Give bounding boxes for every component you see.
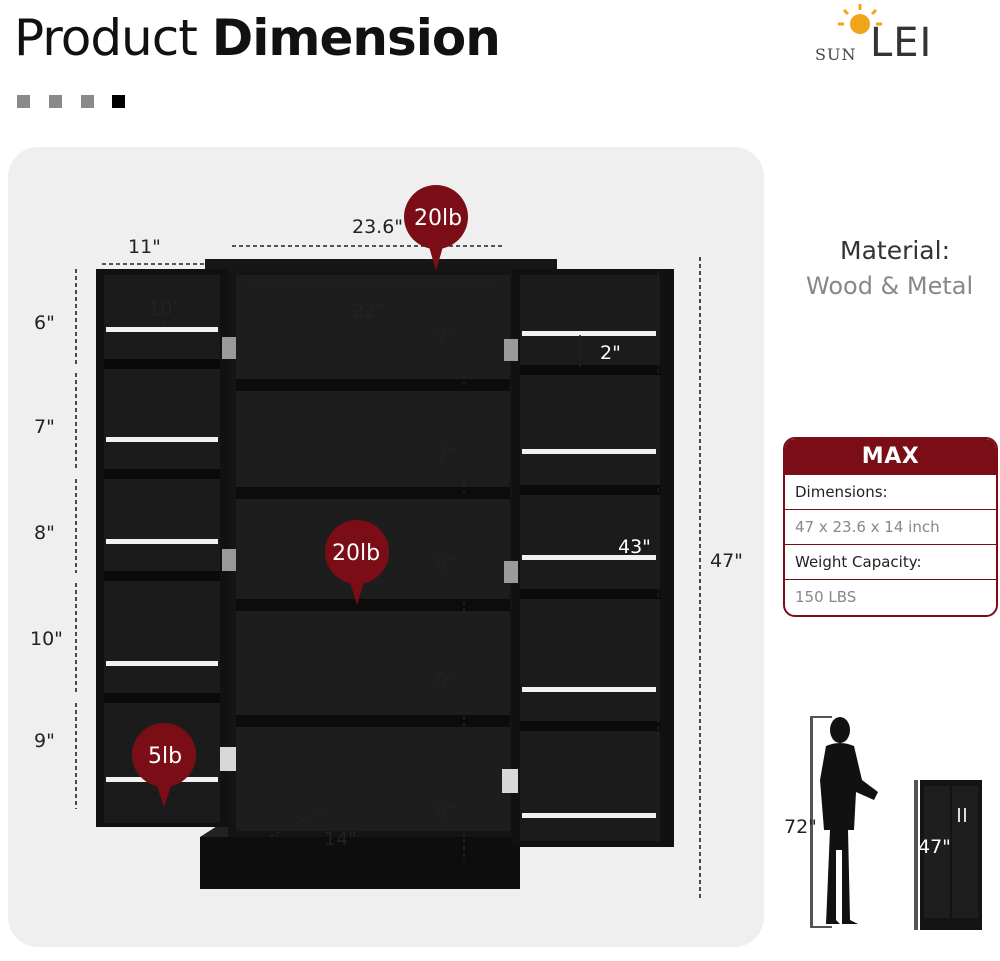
- center-height-label: 9": [436, 552, 457, 574]
- door-shelf-width-label: 10": [148, 298, 181, 320]
- height-comparison-illustration: [810, 716, 982, 930]
- indicator-dot-active[interactable]: [112, 95, 125, 108]
- top-load-label: 20lb: [414, 206, 463, 231]
- top-width-label: 23.6": [352, 216, 404, 238]
- max-spec-card: MAX Dimensions: 47 x 23.6 x 14 inch Weig…: [783, 437, 998, 617]
- center-height-label: 9": [436, 800, 457, 822]
- dimensions-value: 47 x 23.6 x 14 inch: [785, 509, 996, 544]
- middle-load-label: 20lb: [332, 541, 381, 566]
- logo-text-large: LEI: [870, 20, 933, 66]
- material-value: Wood & Metal: [806, 272, 974, 300]
- door-depth-label: 11": [128, 236, 161, 258]
- left-door-height-label: 8": [34, 522, 55, 544]
- inner-height-label: 43": [618, 536, 651, 558]
- left-door-height-label: 6": [34, 312, 55, 334]
- title-light: Product: [14, 9, 198, 67]
- indicator-dot[interactable]: [49, 95, 62, 108]
- inner-width-label: 22": [352, 300, 385, 322]
- spec-card-header: MAX: [785, 439, 996, 475]
- comparison-cabinet-height-label: 47": [918, 836, 951, 858]
- left-door-height-label: 7": [34, 416, 55, 438]
- title-bold: Dimension: [211, 9, 501, 67]
- weight-capacity-value: 150 LBS: [785, 579, 996, 614]
- logo-text-small: SUN: [815, 45, 857, 64]
- person-silhouette-icon: [820, 717, 878, 924]
- indicator-dot[interactable]: [17, 95, 30, 108]
- door-load-label: 5lb: [148, 744, 183, 769]
- weight-capacity-label: Weight Capacity:: [785, 544, 996, 579]
- right-door-gap-label: 2": [600, 342, 621, 364]
- total-height-label: 47": [710, 550, 743, 572]
- page-title: Product Dimension: [14, 8, 501, 68]
- center-height-label: 9": [436, 670, 457, 692]
- depth-label: 14": [324, 828, 357, 850]
- sun-logo-icon: [838, 4, 882, 34]
- dimensions-label: Dimensions:: [795, 483, 888, 501]
- center-height-label: 7": [436, 444, 457, 466]
- left-door-height-label: 9": [34, 730, 55, 752]
- indicator-dot[interactable]: [81, 95, 94, 108]
- center-height-label: 7": [436, 326, 457, 348]
- person-height-label: 72": [784, 816, 817, 838]
- cabinet-illustration: [75, 185, 701, 899]
- left-door-height-label: 10": [30, 628, 63, 650]
- material-heading: Material:: [840, 236, 950, 265]
